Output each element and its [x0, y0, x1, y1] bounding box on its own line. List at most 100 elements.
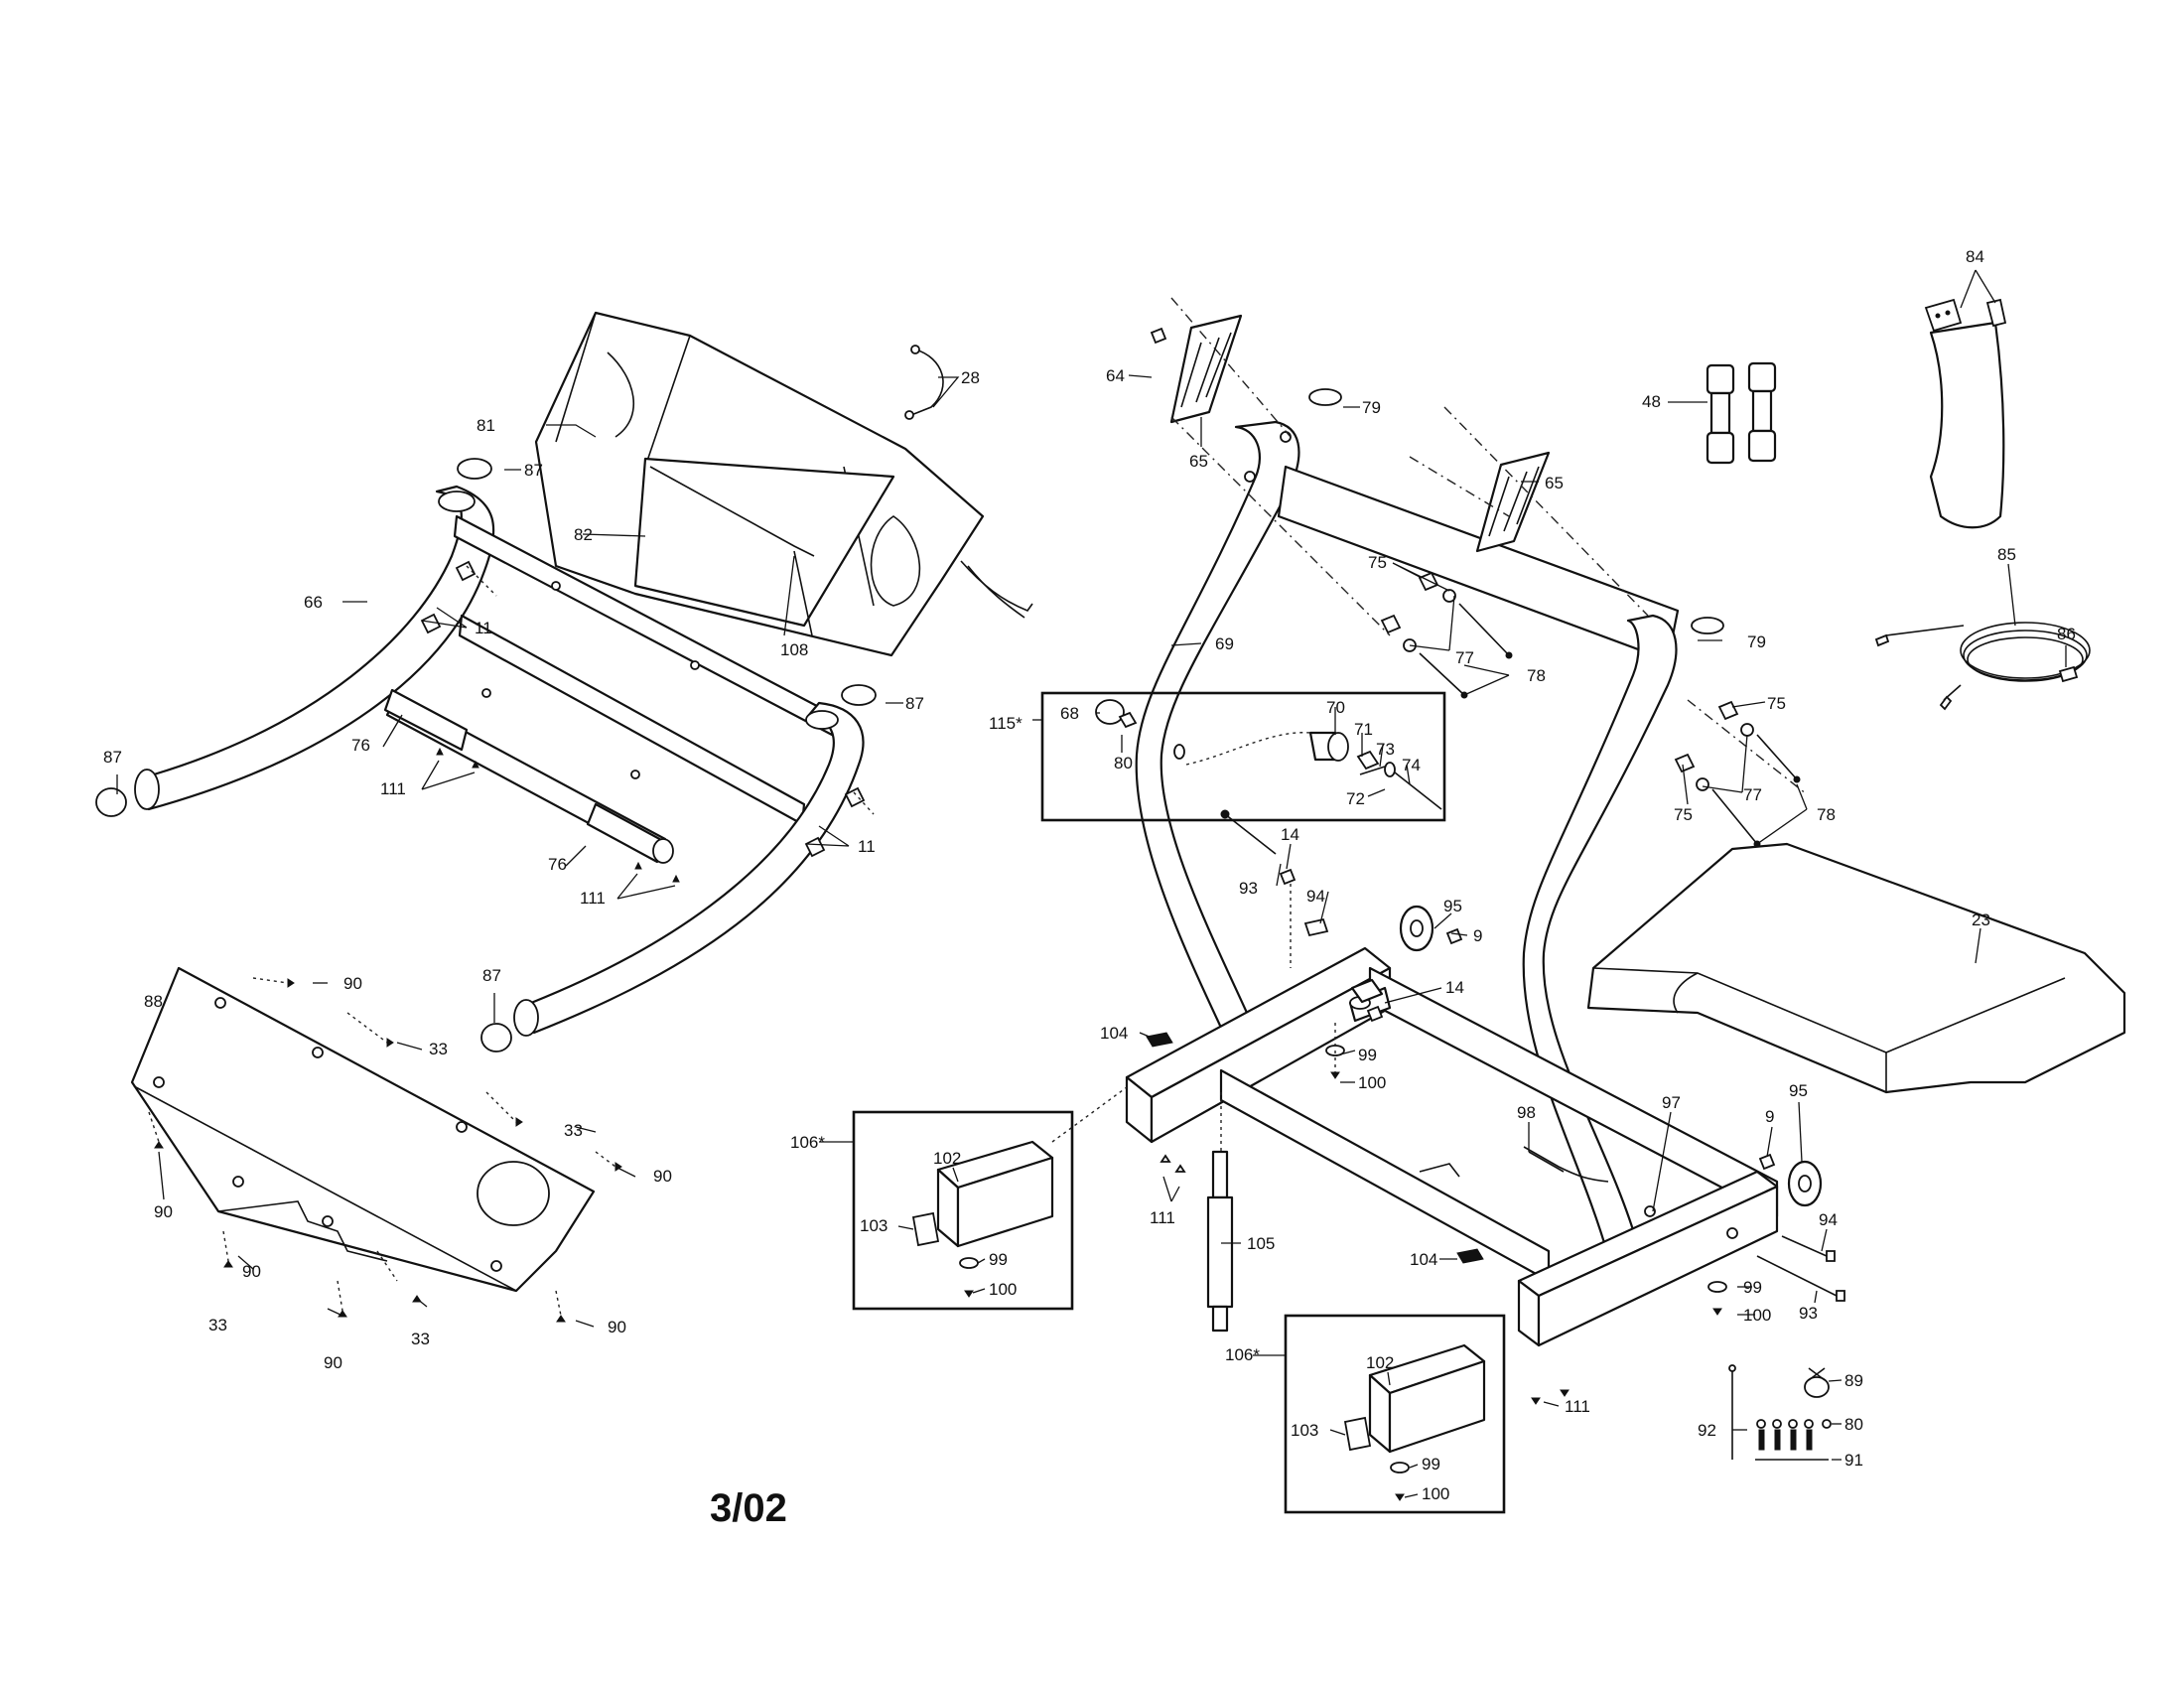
hardware-right — [1531, 1153, 1845, 1405]
label-106: 106* — [790, 1133, 825, 1152]
label-48: 48 — [1642, 392, 1661, 411]
label-73: 73 — [1376, 740, 1395, 759]
screw-64 — [1150, 327, 1167, 345]
wire-28 — [904, 345, 944, 420]
label-87: 87 — [524, 461, 543, 480]
label-11: 11 — [475, 619, 492, 637]
label-100: 100 — [1422, 1484, 1449, 1503]
revision-date: 3/02 — [710, 1486, 787, 1530]
callout-labels: 81 82 28 87 87 87 87 66 11 11 76 76 111 … — [103, 247, 2076, 1530]
label-71: 71 — [1354, 720, 1373, 739]
centerlines — [1170, 297, 1808, 795]
base-frame — [1125, 946, 1779, 1347]
label-95: 95 — [1443, 897, 1462, 915]
label-33: 33 — [429, 1040, 448, 1058]
motor-hood-23 — [1586, 842, 2126, 1094]
clips-11 — [420, 560, 875, 858]
weight-strap-84 — [1924, 298, 2007, 529]
label-91: 91 — [1844, 1451, 1863, 1470]
label-93: 93 — [1799, 1304, 1818, 1323]
pivot-axle — [1348, 986, 1392, 1023]
label-65: 65 — [1545, 474, 1564, 492]
label-90: 90 — [242, 1262, 261, 1281]
label-95: 95 — [1789, 1081, 1808, 1100]
label-111: 111 — [1150, 1208, 1175, 1227]
label-87: 87 — [905, 694, 924, 713]
handrail-frame-66 — [134, 485, 865, 1037]
label-104: 104 — [1100, 1024, 1128, 1043]
label-102: 102 — [933, 1149, 961, 1168]
box-115 — [1040, 691, 1446, 822]
cord-85 — [1874, 622, 2091, 711]
label-106: 106* — [1225, 1345, 1260, 1364]
key-86 — [2058, 665, 2079, 683]
box-106-right — [1284, 1314, 1506, 1514]
label-28: 28 — [961, 368, 980, 387]
label-72: 72 — [1346, 789, 1365, 808]
label-75: 75 — [1767, 694, 1786, 713]
label-111: 111 — [1565, 1397, 1590, 1416]
pads-104 — [1146, 1032, 1484, 1264]
label-80: 80 — [1114, 754, 1133, 772]
label-88: 88 — [144, 992, 163, 1011]
label-77: 77 — [1743, 785, 1762, 804]
grommets-79 — [1308, 388, 1724, 634]
label-89: 89 — [1844, 1371, 1863, 1390]
screws-111 — [436, 747, 680, 883]
label-75: 75 — [1674, 805, 1693, 824]
label-82: 82 — [574, 525, 593, 544]
end-caps-87 — [95, 458, 877, 1052]
label-90: 90 — [653, 1167, 672, 1186]
label-65: 65 — [1189, 452, 1208, 471]
label-76: 76 — [351, 736, 370, 755]
label-94: 94 — [1819, 1210, 1838, 1229]
label-111: 111 — [580, 889, 606, 908]
label-76: 76 — [548, 855, 567, 874]
label-99: 99 — [1743, 1278, 1762, 1297]
label-86: 86 — [2057, 625, 2076, 643]
label-14: 14 — [1445, 978, 1464, 997]
label-97: 97 — [1662, 1093, 1681, 1112]
label-115: 115* — [989, 714, 1023, 733]
dumbbells-48 — [1706, 361, 1777, 465]
handrail-crossbar-76 — [383, 688, 674, 864]
label-84: 84 — [1966, 247, 1984, 266]
label-33: 33 — [411, 1330, 430, 1348]
label-100: 100 — [1358, 1073, 1386, 1092]
label-85: 85 — [1997, 545, 2016, 564]
label-14: 14 — [1281, 825, 1299, 844]
bolts-75-77-78 — [1380, 571, 1801, 848]
label-108: 108 — [780, 640, 808, 659]
label-111: 111 — [380, 779, 406, 798]
label-81: 81 — [477, 416, 495, 435]
cable-98 — [1523, 1146, 1609, 1183]
label-90: 90 — [608, 1318, 626, 1336]
label-99: 99 — [1422, 1455, 1440, 1474]
label-23: 23 — [1972, 911, 1990, 929]
label-79: 79 — [1362, 398, 1381, 417]
label-74: 74 — [1402, 756, 1421, 774]
grips-65 — [1169, 314, 1551, 553]
console-overlay-82 — [633, 457, 895, 628]
label-105: 105 — [1247, 1234, 1275, 1253]
label-33: 33 — [208, 1316, 227, 1334]
label-90: 90 — [154, 1202, 173, 1221]
label-66: 66 — [304, 593, 323, 612]
label-9: 9 — [1765, 1107, 1774, 1126]
label-11: 11 — [858, 837, 876, 856]
box-106-left — [852, 1086, 1128, 1311]
console-wire-108 — [793, 550, 1033, 636]
label-93: 93 — [1239, 879, 1258, 898]
label-70: 70 — [1326, 698, 1345, 717]
label-103: 103 — [1291, 1421, 1318, 1440]
label-87: 87 — [103, 748, 122, 767]
label-103: 103 — [860, 1216, 887, 1235]
label-69: 69 — [1215, 634, 1234, 653]
clip-89 — [1804, 1367, 1830, 1398]
label-100: 100 — [1743, 1306, 1771, 1325]
label-99: 99 — [989, 1250, 1008, 1269]
label-80: 80 — [1844, 1415, 1863, 1434]
hardware-center — [1220, 809, 1463, 1079]
cover-plate-88 — [130, 966, 596, 1293]
